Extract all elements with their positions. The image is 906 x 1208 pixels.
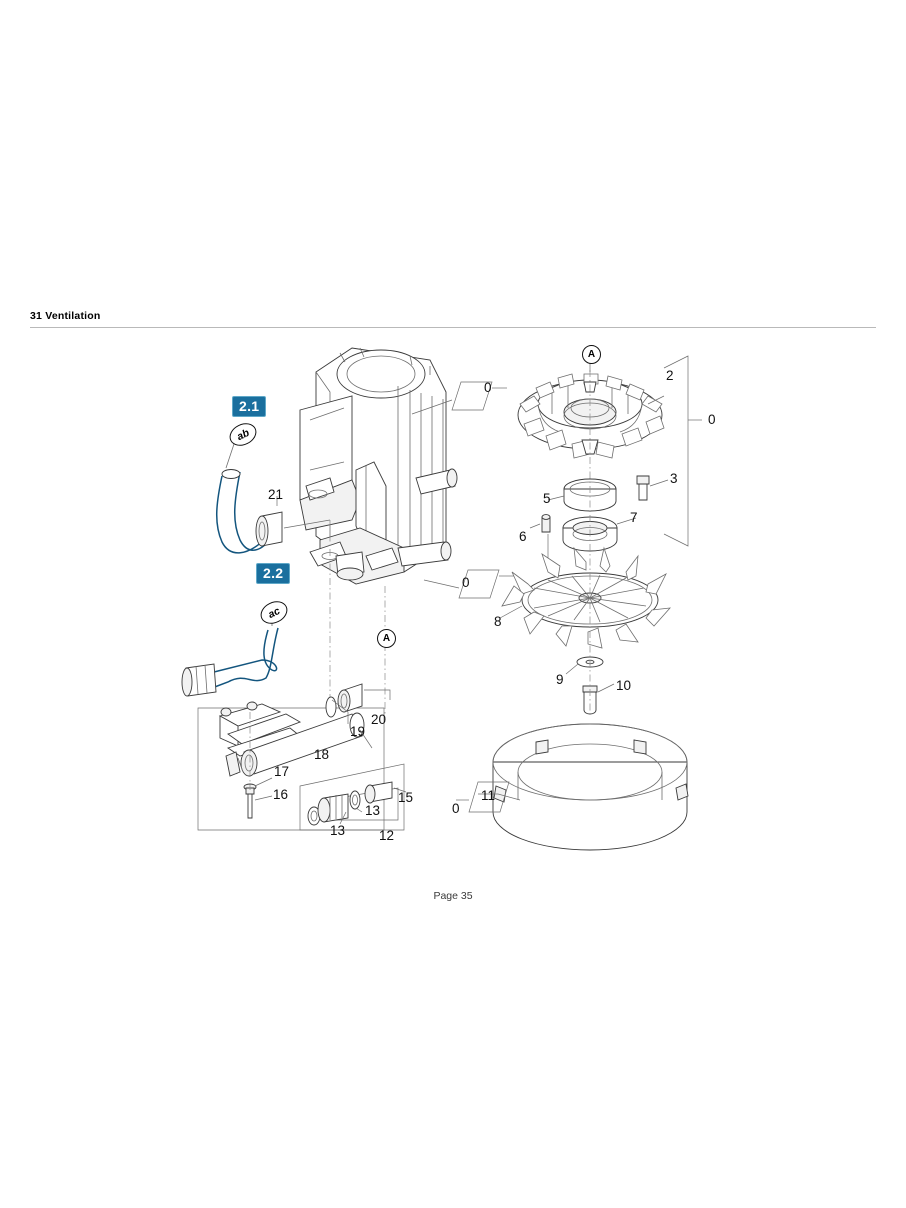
callout-0-housing-top: 0 <box>484 380 492 395</box>
part-6-key <box>529 514 551 560</box>
item-label-10: 10 <box>616 678 632 693</box>
item-label-11: 11 <box>481 788 496 803</box>
item-label-15: 15 <box>398 790 414 805</box>
hose-lower <box>181 608 279 697</box>
item-label-13-lower: 13 <box>330 823 346 838</box>
item-label-16: 16 <box>273 787 289 802</box>
part-2-fan-hub <box>517 373 665 459</box>
page-title: 31 Ventilation <box>30 310 101 322</box>
item-label-3: 3 <box>670 471 678 486</box>
item-label-8: 8 <box>494 614 502 629</box>
part-10-bolt <box>582 683 615 715</box>
item-label-6: 6 <box>519 529 527 544</box>
callout-bracket-fan <box>647 355 702 547</box>
callout-0-fan-assembly: 0 <box>708 412 716 427</box>
callout-0-housing-bottom: 0 <box>462 575 470 590</box>
valve-group-12 <box>299 763 407 831</box>
badge-2-2[interactable]: 2.2 <box>256 563 291 584</box>
manifold-group <box>197 683 391 831</box>
part-5-ring <box>547 478 617 512</box>
item-label-18: 18 <box>314 747 330 762</box>
item-label-21: 21 <box>268 487 284 502</box>
motor-housing <box>299 347 458 585</box>
item-label-9: 9 <box>556 672 564 687</box>
item-label-19: 19 <box>350 724 366 739</box>
reference-marker-a-top: A <box>582 345 601 364</box>
page-footer: Page 35 <box>433 890 473 902</box>
part-21-collar <box>255 496 331 547</box>
reference-marker-a-bottom: A <box>377 629 396 648</box>
hose-upper <box>215 425 273 554</box>
part-8-impeller <box>499 546 671 649</box>
callout-0-shroud: 0 <box>452 801 460 816</box>
item-label-20: 20 <box>371 712 387 727</box>
part-7-bearing <box>562 516 637 552</box>
part-3-screw <box>636 475 669 501</box>
item-label-7: 7 <box>630 510 638 525</box>
callout-box-shroud <box>456 781 510 813</box>
callout-box-housing-top <box>411 381 507 415</box>
part-11-shroud <box>478 723 689 851</box>
item-label-12: 12 <box>379 828 395 843</box>
header-divider <box>30 327 876 328</box>
item-label-5: 5 <box>543 491 551 506</box>
item-label-2: 2 <box>666 368 674 383</box>
item-label-17: 17 <box>274 764 290 779</box>
item-label-13-upper: 13 <box>365 803 381 818</box>
callout-box-housing-bottom <box>423 569 514 599</box>
badge-2-1[interactable]: 2.1 <box>232 396 267 417</box>
part-9-washer <box>565 656 604 675</box>
